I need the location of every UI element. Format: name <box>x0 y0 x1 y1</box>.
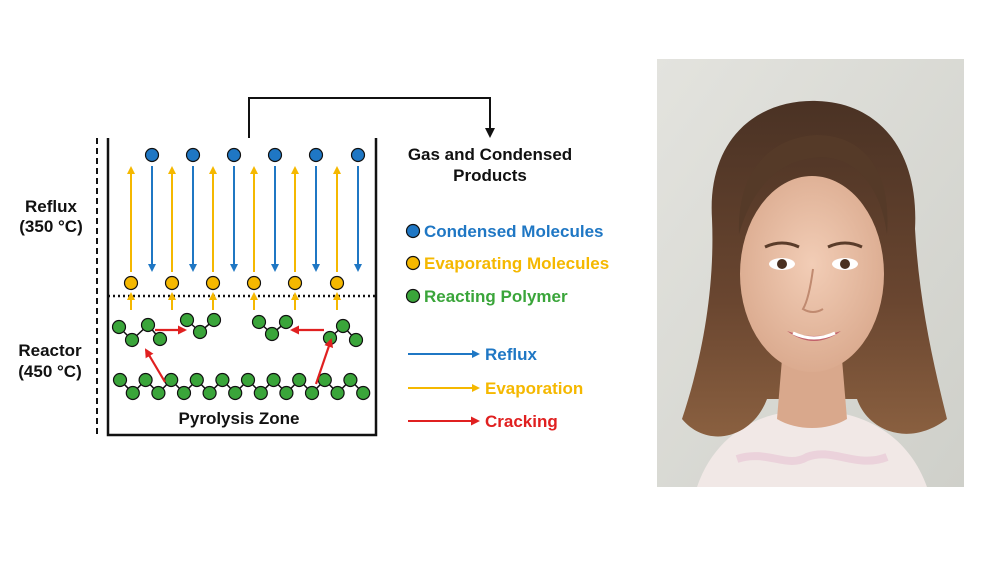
evaporating-molecule <box>329 275 345 291</box>
reflux-temp-label: (350 °C) <box>19 217 82 236</box>
legend-evaporation-label: Evaporation <box>485 379 583 398</box>
reflux-zone-label: Reflux <box>25 197 78 216</box>
polymer-bond <box>118 323 161 342</box>
polymer-unit <box>304 385 320 401</box>
condensed-molecule <box>185 147 201 163</box>
legend-reflux-label: Reflux <box>485 345 538 364</box>
polymer-unit <box>176 385 192 401</box>
polymer-unit <box>228 385 243 401</box>
polymer-unit <box>278 314 294 330</box>
portrait-photo <box>657 59 964 487</box>
evaporating-molecule <box>164 275 180 291</box>
reacting-polymer-icon <box>405 288 421 304</box>
polymer-unit <box>317 372 332 388</box>
pyrolysis-zone-label: Pyrolysis Zone <box>179 409 300 428</box>
evaporating-molecule <box>123 275 139 291</box>
polymer-unit <box>151 385 166 401</box>
outlet-pipe <box>248 97 495 138</box>
polymer-unit <box>112 372 128 388</box>
products-label-line1: Gas and Condensed <box>408 145 572 164</box>
polymer-unit <box>125 385 140 401</box>
condensed-molecule-icon <box>405 223 421 239</box>
polymer-unit <box>202 385 217 401</box>
polymer-unit <box>179 312 195 328</box>
polymer-unit <box>348 332 364 348</box>
evaporating-molecule <box>287 275 303 291</box>
reactor-zone-label: Reactor <box>18 341 82 360</box>
polymer-unit <box>189 372 204 388</box>
cracking-arrow <box>144 348 166 383</box>
polymer-unit <box>264 326 280 342</box>
polymer-unit <box>140 317 156 333</box>
products-label-line2: Products <box>453 166 527 185</box>
legend-condensed-label: Condensed Molecules <box>424 222 603 241</box>
polymer-unit <box>343 372 358 388</box>
condensed-molecule <box>350 147 366 163</box>
polymer-unit <box>215 372 230 388</box>
reflux-columns <box>123 147 366 310</box>
cracking-arrow <box>314 338 334 385</box>
condensed-molecule <box>267 147 283 163</box>
polymer-unit <box>240 372 256 388</box>
polymer-unit <box>152 331 168 347</box>
polymer-unit <box>253 385 268 401</box>
polymer-unit <box>292 372 307 388</box>
polymer-unit <box>124 332 140 348</box>
condensed-molecule <box>144 147 160 163</box>
reacting-polymer <box>111 312 371 401</box>
polymer-unit <box>164 372 179 388</box>
person-portrait-icon <box>657 59 964 487</box>
polymer-unit <box>356 385 371 401</box>
polymer-unit <box>335 318 351 334</box>
reactor-temp-label: (450 °C) <box>18 362 81 381</box>
evaporating-molecule-icon <box>405 255 421 271</box>
polymer-unit <box>192 324 208 340</box>
condensed-molecule <box>226 147 242 163</box>
legend-polymer-label: Reacting Polymer <box>424 287 568 306</box>
polymer-unit <box>266 372 281 388</box>
polymer-unit <box>251 314 267 330</box>
polymer-unit <box>330 385 345 401</box>
condensed-molecule <box>308 147 324 163</box>
polymer-unit <box>138 372 153 388</box>
evaporating-molecule <box>205 275 221 291</box>
legend-evaporating-label: Evaporating Molecules <box>424 254 609 273</box>
polymer-unit <box>111 319 127 335</box>
evaporating-molecule <box>246 275 262 291</box>
reactor-vessel <box>106 138 378 437</box>
legend-cracking-label: Cracking <box>485 412 558 431</box>
polymer-unit <box>279 385 294 401</box>
polymer-unit <box>206 312 222 328</box>
